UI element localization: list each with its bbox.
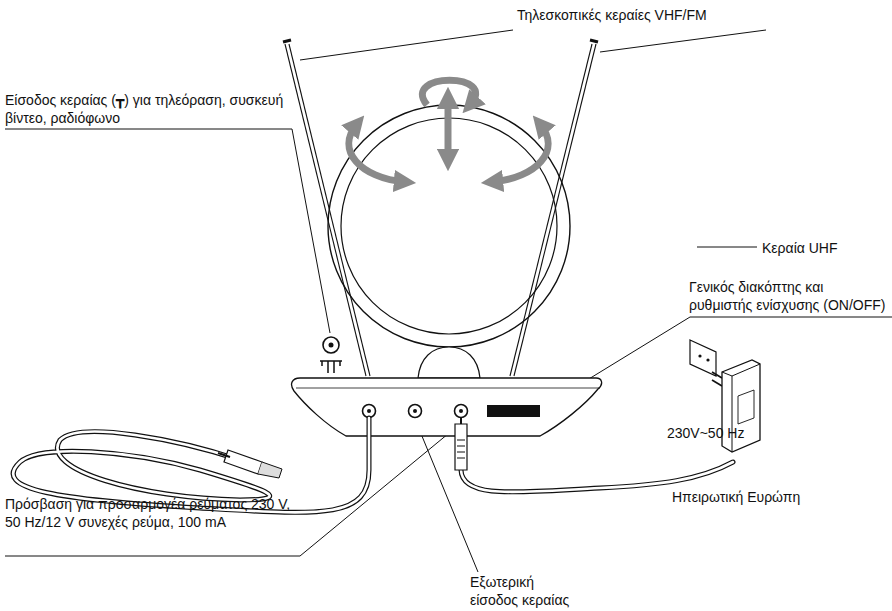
callout-label: Γενικός διακόπτης και ρυθμιστής ενίσχυση… xyxy=(689,278,889,314)
callout-label: Εξωτερική είσοδος κεραίας xyxy=(470,573,580,609)
callout-label: Πρόσβαση για προσαρμογέα ρεύματος 230 V,… xyxy=(5,495,305,531)
callout-label: 230V~50 Hz xyxy=(667,424,787,442)
callout-label: Κεραία UHF xyxy=(762,239,887,257)
callout-label: Τηλεσκοπικές κεραίες VHF/FM xyxy=(517,6,777,24)
callout-label: Είσοδος κεραίας (┳) για τηλεόραση, συσκε… xyxy=(5,91,295,127)
callout-label: Ηπειρωτική Ευρώπη xyxy=(672,488,832,506)
